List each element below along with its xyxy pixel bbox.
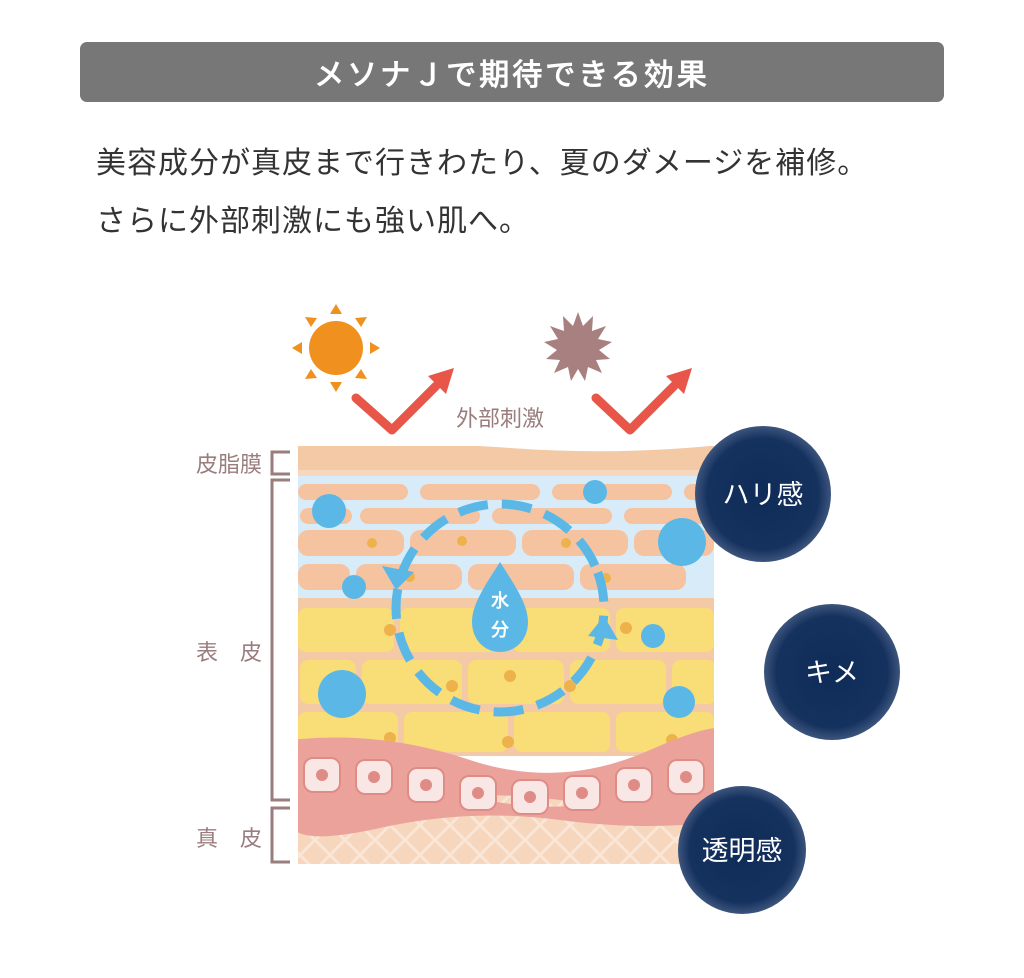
water-drop-icon xyxy=(472,562,528,652)
dust-particle-icon xyxy=(544,312,612,381)
moisture-bubbles xyxy=(312,480,706,718)
badge-firmness-label: ハリ感 xyxy=(723,480,804,511)
deflect-arrow-icon xyxy=(591,368,692,435)
deflect-arrow-icon xyxy=(351,368,454,435)
badge-texture-label: キメ xyxy=(805,658,859,689)
external-stimulus-label: 外部刺激 xyxy=(456,407,544,432)
water-drop-label-2: 分 xyxy=(491,620,509,641)
water-cycle-arrow xyxy=(382,499,618,717)
badge-firmness: ハリ感 xyxy=(695,426,831,562)
header-title: メソナＪで期待できる効果 xyxy=(314,58,710,93)
description-line-2: さらに外部刺激にも強い肌へ。 xyxy=(96,204,530,239)
badge-clarity: 透明感 xyxy=(678,786,806,914)
badge-clarity-label: 透明感 xyxy=(702,836,783,867)
badge-texture: キメ xyxy=(764,604,900,740)
layer-label-epidermis: 表 皮 xyxy=(196,641,262,666)
layer-label-sebum: 皮脂膜 xyxy=(196,453,262,478)
description-line-1: 美容成分が真皮まで行きわたり、夏のダメージを補修。 xyxy=(96,146,869,181)
sun-icon xyxy=(292,304,380,392)
layer-brackets xyxy=(270,450,290,864)
layer-label-dermis: 真 皮 xyxy=(196,827,262,852)
water-drop-label-1: 水 xyxy=(491,590,510,612)
header-bar: メソナＪで期待できる効果 xyxy=(80,42,944,102)
